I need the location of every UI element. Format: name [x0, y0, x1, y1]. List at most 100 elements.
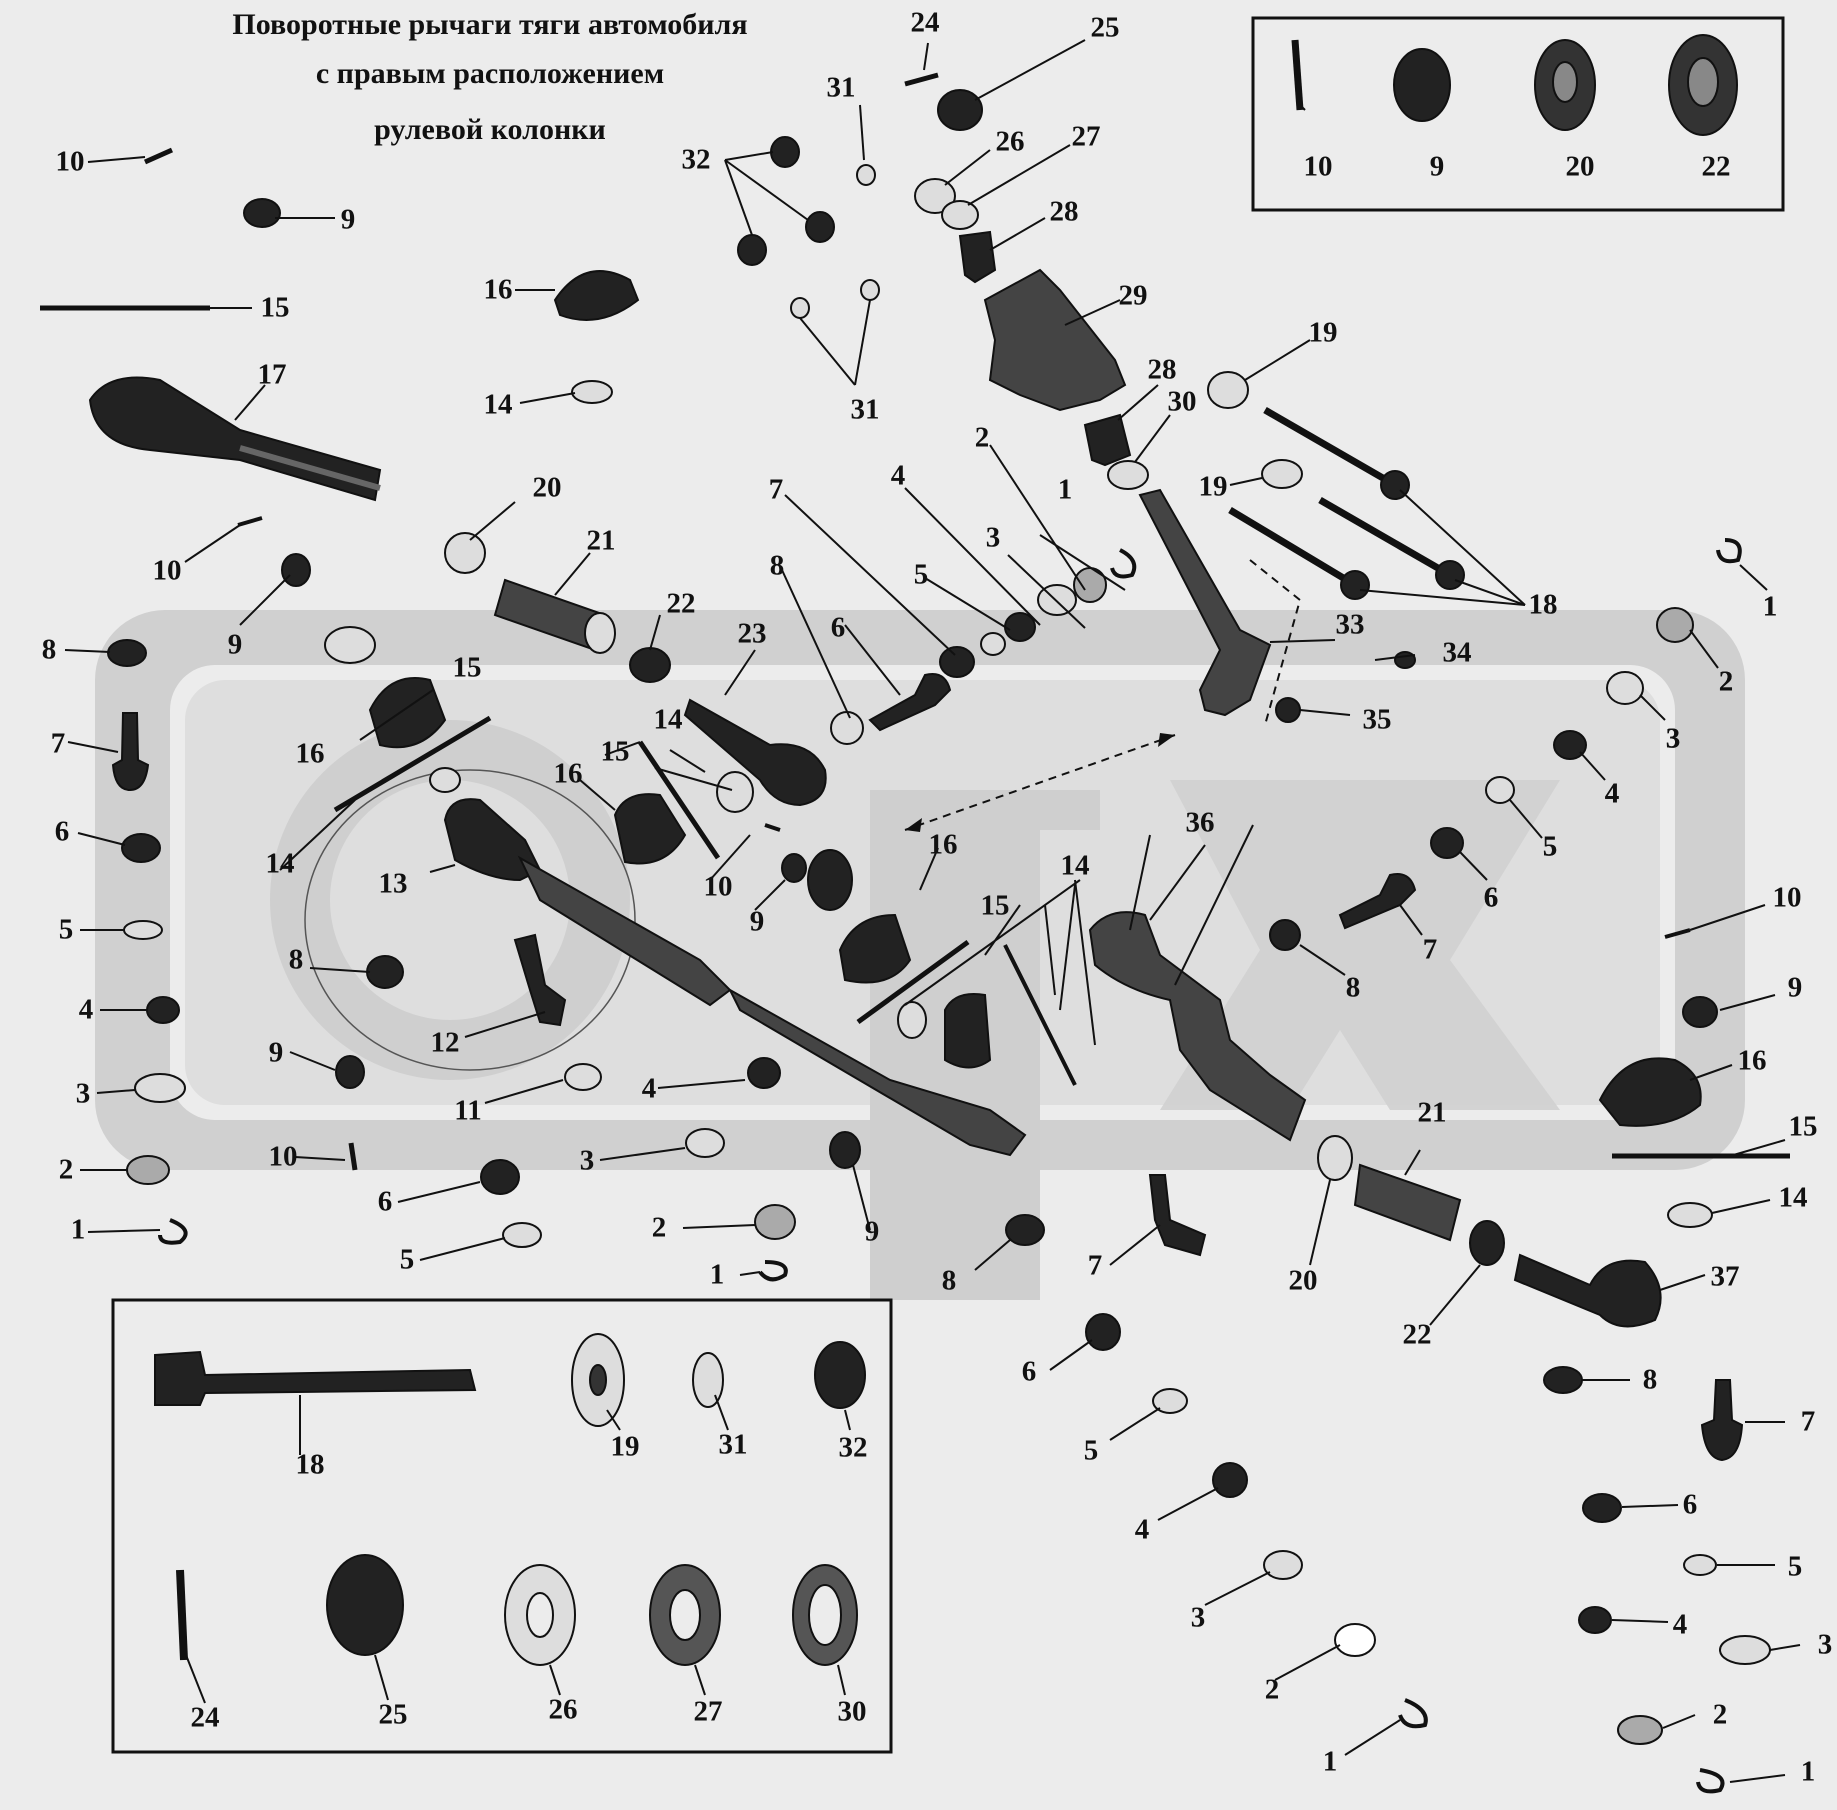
assembly-arrows — [904, 559, 1302, 831]
callout-label: 15 — [1788, 1110, 1818, 1143]
callout-label: 18 — [1528, 588, 1558, 621]
callout-label: 16 — [1737, 1044, 1767, 1077]
inset-label: 18 — [295, 1448, 325, 1481]
washer-31-inset — [692, 1352, 724, 1408]
washer-3-left — [134, 1073, 186, 1103]
callout-label: 3 — [1190, 1601, 1206, 1634]
cotter-pin-10-inset — [1291, 39, 1304, 111]
callout-label: 4 — [641, 1072, 657, 1105]
callout-label: 30 — [1167, 385, 1197, 418]
washer-31-b — [860, 279, 880, 301]
callout-label: 4 — [78, 993, 94, 1026]
callout-label: 16 — [483, 273, 513, 306]
inset-label: 27 — [693, 1695, 723, 1728]
washer-3-right — [1606, 671, 1644, 705]
callout-label: 2 — [1712, 1698, 1728, 1731]
callout-label: 14 — [653, 703, 683, 736]
washer-26 — [914, 178, 956, 214]
inset-label: 25 — [378, 1698, 408, 1731]
callout-label: 20 — [532, 471, 562, 504]
callout-label: 1 — [1057, 473, 1073, 506]
inset-label: 24 — [190, 1701, 220, 1734]
inset-label: 9 — [1429, 150, 1445, 183]
callout-label: 9 — [1787, 971, 1803, 1004]
parts — [40, 34, 1790, 1794]
callout-label: 2 — [1718, 665, 1734, 698]
washer-31-a — [790, 297, 810, 319]
callout-label: 31 — [850, 393, 880, 426]
callout-label: 1 — [1762, 590, 1778, 623]
callout-label: 5 — [58, 913, 74, 946]
leader-lines — [64, 39, 1801, 1783]
nut-9-top — [243, 198, 281, 228]
callout-label: 1 — [709, 1258, 725, 1291]
callout-label: 9 — [340, 203, 356, 236]
callout-label: 3 — [75, 1077, 91, 1110]
callout-label: 16 — [928, 828, 958, 861]
plug-2-centre — [1073, 567, 1107, 603]
callout-label: 2 — [1718, 665, 1734, 698]
callout-label: 4 — [1604, 777, 1620, 810]
callout-label: 23 — [737, 617, 767, 650]
long-rod — [727, 987, 1027, 1157]
nut-8-low — [1005, 1214, 1045, 1246]
washer-14-right — [897, 1001, 927, 1039]
nut-32-b — [805, 211, 835, 243]
callout-label: 8 — [1345, 971, 1361, 1004]
title-line-2: с правым расположением — [315, 57, 665, 90]
callout-label: 6 — [830, 611, 846, 644]
callout-label: 7 — [1800, 1405, 1816, 1438]
callout-label: 15 — [980, 889, 1010, 922]
callout-label: 10 — [55, 145, 85, 178]
callout-label: 10 — [703, 870, 733, 903]
callout-label: 13 — [378, 867, 408, 900]
callout-label: 19 — [1198, 470, 1228, 503]
washer-30 — [1107, 460, 1149, 490]
callout-label: 5 — [1787, 1550, 1803, 1583]
callout-label: 19 — [1308, 316, 1338, 349]
callout-label: 11 — [454, 1094, 482, 1127]
cap-16-top — [553, 270, 640, 321]
pin-7-centre — [868, 673, 952, 732]
washer-14-top — [571, 380, 613, 404]
callout-label: 8 — [288, 943, 304, 976]
bolt-18-a — [1263, 406, 1397, 489]
callout-label: 3 — [1665, 722, 1681, 755]
cap-16-centre — [613, 793, 687, 865]
seat-4-far — [1578, 1606, 1612, 1634]
ring-1-right — [1716, 538, 1742, 564]
lever-36 — [1088, 911, 1307, 1142]
nut-9-asm — [335, 1055, 365, 1089]
nut-8-right — [1269, 919, 1301, 951]
rod-15-left — [333, 715, 492, 813]
washer-5-centre-b — [502, 1222, 542, 1248]
plug-2-left — [126, 1155, 170, 1185]
callout-label: 2 — [974, 421, 990, 454]
washer-11 — [564, 1063, 602, 1091]
callout-label: 5 — [913, 558, 929, 591]
pin-7-left — [111, 712, 150, 792]
bolt-18-inset — [154, 1350, 477, 1406]
callout-label: 15 — [452, 651, 482, 684]
washer-14-plate — [324, 626, 376, 664]
callout-label: 21 — [586, 524, 616, 557]
callout-label: 1 — [1762, 590, 1778, 623]
nut-32-c — [737, 234, 767, 266]
pin-24 — [904, 72, 939, 87]
plug-2-centre-b — [754, 1204, 796, 1240]
nut-8-centre — [830, 711, 864, 745]
callout-label: 7 — [1422, 933, 1438, 966]
washer-19-mid — [1261, 459, 1303, 489]
nut-9-centre-b — [829, 1131, 861, 1169]
nut-6-left — [121, 833, 161, 863]
callout-label: 10 — [1772, 881, 1802, 914]
callout-label: 14 — [265, 847, 295, 880]
pin-24-inset — [176, 1569, 188, 1661]
callout-label: 1 — [70, 1213, 86, 1246]
pin-10-asm — [348, 1142, 358, 1171]
callout-label: 9 — [268, 1036, 284, 1069]
callout-label: 14 — [483, 388, 513, 421]
nut-9-centre — [781, 853, 807, 883]
bolt-18-c — [1318, 496, 1452, 579]
